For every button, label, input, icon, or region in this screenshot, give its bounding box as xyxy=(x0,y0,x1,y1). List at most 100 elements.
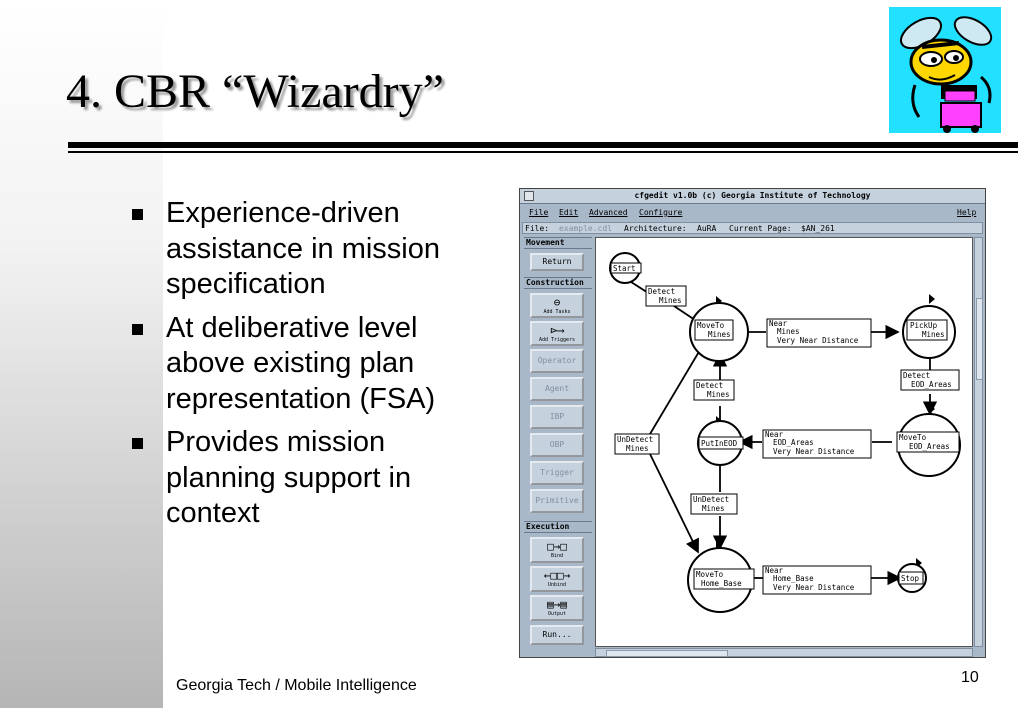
transition-edge xyxy=(649,349,701,435)
bullet-square-icon xyxy=(132,209,143,220)
state-label: Start xyxy=(613,264,636,273)
trigger-label: Very Near Distance xyxy=(773,583,855,592)
trigger-arrow-icon: ⊳⟶ xyxy=(550,324,564,337)
title-rule xyxy=(68,142,1018,148)
slide-title: 4. CBR “Wizardry” xyxy=(66,65,444,118)
self-loop-arrow-icon xyxy=(929,294,935,304)
current-page-value: $AN_261 xyxy=(801,224,835,233)
unbind-button[interactable]: ←□□→ Unbind xyxy=(530,566,584,592)
menu-file[interactable]: File xyxy=(529,208,549,217)
output-icon: ▤→▤ xyxy=(547,598,567,611)
bullet-item: Experience-driven assistance in mission … xyxy=(132,196,502,303)
trigger-detect-mines-b-box xyxy=(693,379,735,401)
horizontal-scrollbar[interactable] xyxy=(595,648,973,657)
trigger-button[interactable]: Trigger xyxy=(530,461,584,485)
trigger-undetect-left-box xyxy=(614,433,660,455)
state-label: Stop xyxy=(901,574,920,583)
state-label: MoveTo xyxy=(696,570,724,579)
return-button[interactable]: Return xyxy=(530,253,584,271)
trigger-label: Mines xyxy=(777,327,800,336)
menu-bar: File Edit Advanced Configure Help xyxy=(520,205,985,219)
window-titlebar: cfgedit v1.0b (c) Georgia Institute of T… xyxy=(520,189,985,204)
menu-edit[interactable]: Edit xyxy=(559,208,579,217)
bullet-item: At deliberative level above existing pla… xyxy=(132,311,502,418)
architecture-label: Architecture: xyxy=(624,224,687,233)
trigger-label: Detect xyxy=(648,287,675,296)
menu-advanced[interactable]: Advanced xyxy=(589,208,628,217)
construction-header: Construction xyxy=(524,277,592,289)
trigger-near-eod-box xyxy=(762,429,872,459)
bind-icon: □→□ xyxy=(547,540,567,553)
trigger-label: UnDetect xyxy=(617,435,653,444)
fsa-canvas[interactable]: Start MoveTo Mines PickUp Mines MoveTo E… xyxy=(595,237,973,647)
file-label: File: xyxy=(525,224,550,233)
add-triggers-button[interactable]: ⊳⟶ Add Triggers xyxy=(530,321,584,346)
scroll-thumb[interactable] xyxy=(606,650,728,657)
yellow-jacket-logo-icon xyxy=(889,7,1001,133)
trigger-label: Detect xyxy=(696,381,723,390)
trigger-near-mines-box xyxy=(766,318,872,348)
tool-palette: Movement Return Construction ⊖ Add Tasks… xyxy=(524,237,592,655)
scroll-thumb[interactable] xyxy=(976,298,983,380)
bind-button[interactable]: □→□ Bind xyxy=(530,537,584,563)
state-label: PickUp xyxy=(910,321,938,330)
trigger-detect-eod-box xyxy=(900,369,960,391)
state-label: MoveTo xyxy=(899,433,927,442)
state-label: Mines xyxy=(708,330,731,339)
obp-button[interactable]: OBP xyxy=(530,433,584,457)
page-number: 10 xyxy=(961,669,979,686)
trigger-label: Mines xyxy=(659,296,682,305)
trigger-label: Near xyxy=(765,430,784,439)
trigger-label: Mines xyxy=(702,504,725,513)
state-label: MoveTo xyxy=(697,321,725,330)
state-label: PutInEOD xyxy=(701,439,738,448)
bullet-item: Provides mission planning support in con… xyxy=(132,425,502,532)
trigger-label: Home_Base xyxy=(773,574,814,583)
window-title: cfgedit v1.0b (c) Georgia Institute of T… xyxy=(634,191,871,200)
run-button[interactable]: Run... xyxy=(530,625,584,645)
self-loop-arrow-icon xyxy=(929,404,935,414)
state-label: Home_Base xyxy=(701,579,742,588)
footer-text: Georgia Tech / Mobile Intelligence xyxy=(176,677,417,694)
current-page-label: Current Page: xyxy=(729,224,792,233)
operator-button[interactable]: Operator xyxy=(530,349,584,373)
title-rule-thin xyxy=(68,151,1018,153)
trigger-label: Mines xyxy=(626,444,649,453)
trigger-label: EOD_Areas xyxy=(911,380,952,389)
add-tasks-button[interactable]: ⊖ Add Tasks xyxy=(530,293,584,318)
cfgedit-window: cfgedit v1.0b (c) Georgia Institute of T… xyxy=(519,188,986,658)
state-label: Mines xyxy=(922,330,945,339)
window-menu-button[interactable] xyxy=(524,191,534,201)
state-label: EOD_Areas xyxy=(909,442,950,451)
movement-header: Movement xyxy=(524,237,592,249)
menu-configure[interactable]: Configure xyxy=(639,208,683,217)
trigger-label: UnDetect xyxy=(693,495,729,504)
bullet-square-icon xyxy=(132,438,143,449)
file-value: example.cdl xyxy=(559,224,612,233)
trigger-label: Detect xyxy=(903,371,930,380)
trigger-label: Near xyxy=(769,319,788,328)
info-bar: File: example.cdl Architecture: AuRA Cur… xyxy=(522,222,983,234)
output-button[interactable]: ▤→▤ Output xyxy=(530,595,584,621)
trigger-undetect-mid-box xyxy=(690,493,738,515)
trigger-label: EOD_Areas xyxy=(773,438,814,447)
side-gradient xyxy=(0,0,163,708)
task-circle-icon: ⊖ xyxy=(553,296,561,309)
transition-edge xyxy=(649,453,699,554)
bullet-list: Experience-driven assistance in mission … xyxy=(132,196,502,540)
agent-button[interactable]: Agent xyxy=(530,377,584,401)
trigger-detect-mines-box xyxy=(645,285,687,307)
trigger-label: Mines xyxy=(707,390,730,399)
trigger-label: Very Near Distance xyxy=(773,447,855,456)
execution-header: Execution xyxy=(524,521,592,533)
ibp-button[interactable]: IBP xyxy=(530,405,584,429)
trigger-label: Very Near Distance xyxy=(777,336,859,345)
trigger-near-home-box xyxy=(762,565,872,595)
vertical-scrollbar[interactable] xyxy=(974,237,983,647)
unbind-icon: ←□□→ xyxy=(543,569,571,582)
architecture-value: AuRA xyxy=(697,224,717,233)
primitive-button[interactable]: Primitive xyxy=(530,489,584,513)
bullet-square-icon xyxy=(132,323,143,335)
menu-help[interactable]: Help xyxy=(957,208,977,217)
trigger-label: Near xyxy=(765,566,784,575)
